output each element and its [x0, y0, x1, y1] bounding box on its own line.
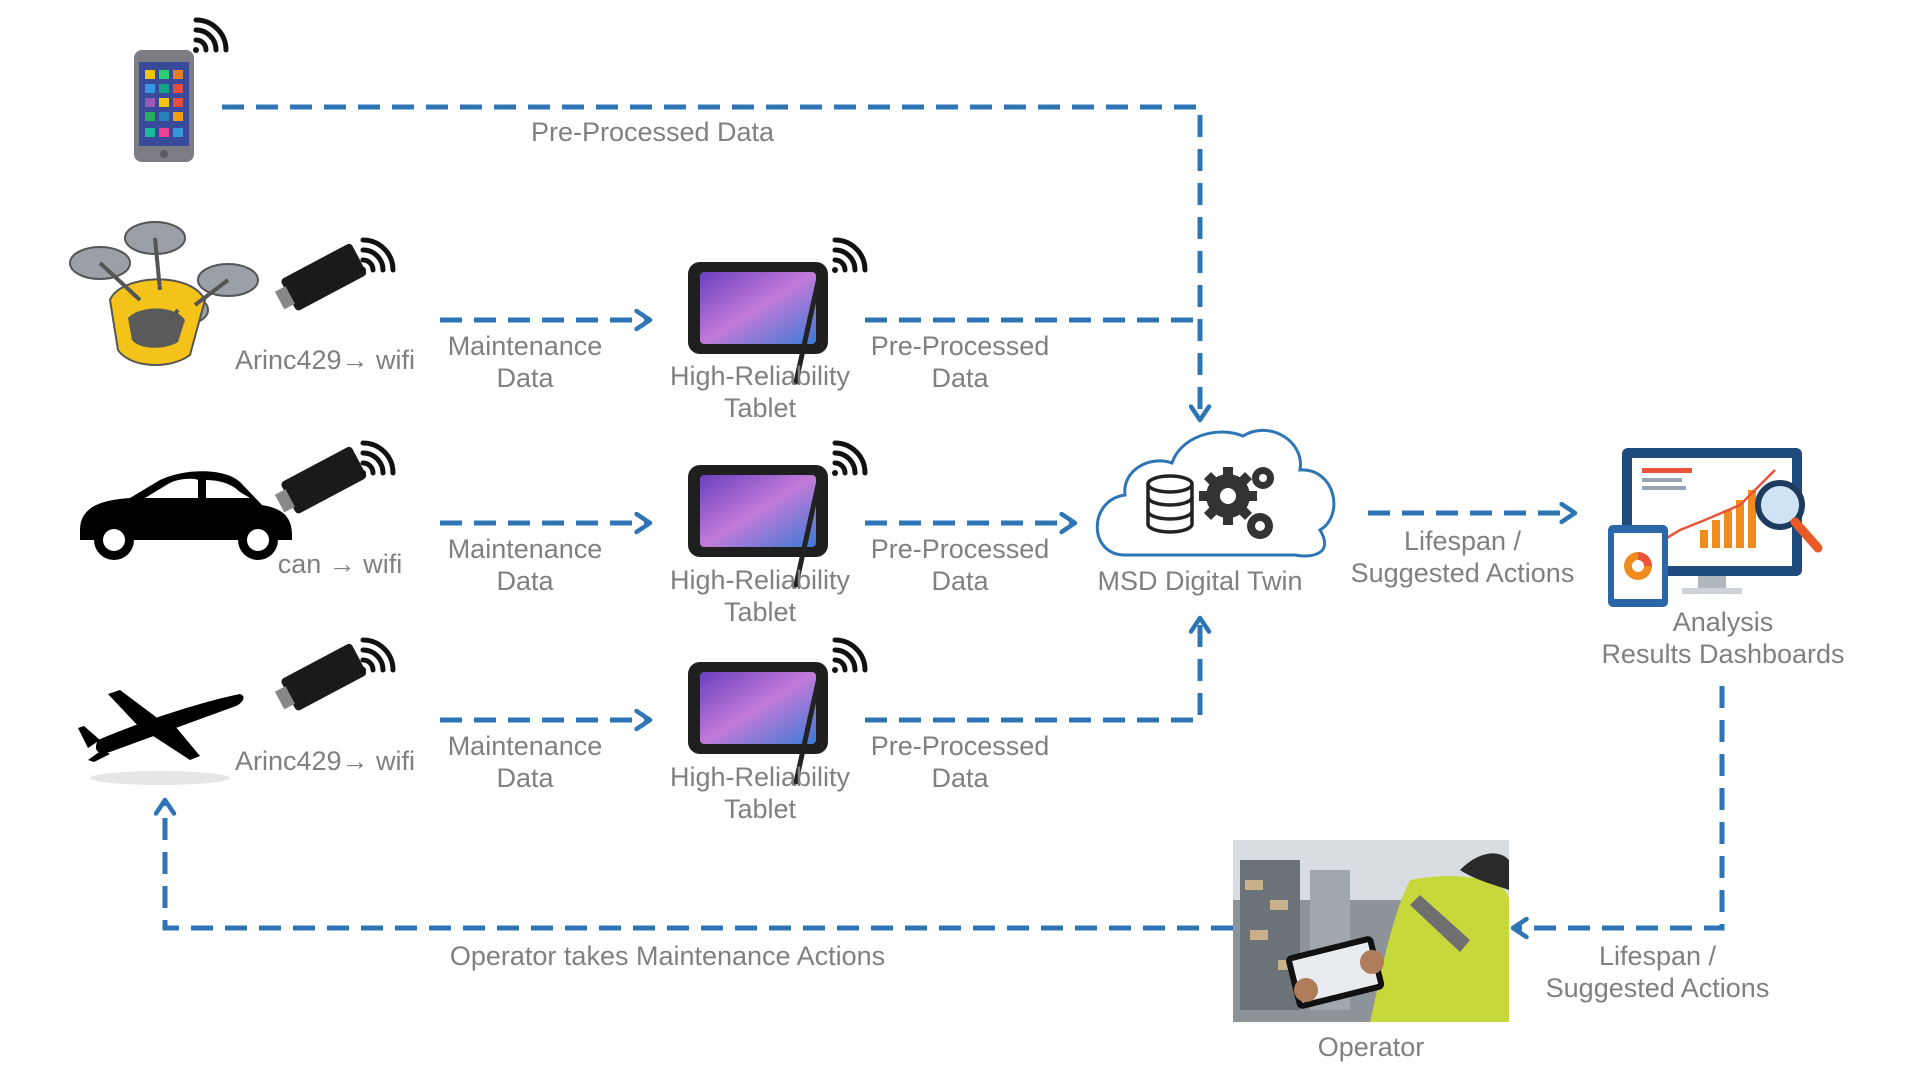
adapter-device-icon	[274, 446, 367, 514]
arrow-phone-to-twin	[222, 104, 1212, 423]
airplane-icon	[78, 690, 244, 785]
feedback-label: Operator takes Maintenance Actions	[449, 941, 886, 971]
wifi-signal-icon	[832, 440, 868, 476]
arrow-operator-to-vehicle	[153, 797, 1233, 931]
adapter-device-icon	[274, 243, 367, 311]
wifi-signal-icon	[832, 237, 868, 273]
wifi-signal-icon	[832, 637, 868, 673]
adapter-device-icon	[274, 643, 367, 711]
gears-icon	[1199, 467, 1274, 539]
row3-adapter-label: Arinc429→ wifi	[234, 746, 416, 776]
arrow-row3-preprocessed	[865, 615, 1212, 723]
lifespan-bottom-label: Lifespan /Suggested Actions	[1545, 941, 1770, 1003]
row2-adapter-label: can → wifi	[277, 549, 403, 579]
dashboard-icon	[1608, 448, 1823, 607]
drone-icon	[69, 221, 259, 366]
lifespan-top-label: Lifespan /Suggested Actions	[1350, 526, 1575, 588]
wifi-signal-icon	[360, 440, 396, 476]
top-preprocessed-label: Pre-Processed Data	[530, 117, 775, 147]
twin-label: MSD Digital Twin	[1097, 566, 1303, 596]
smartphone-icon	[134, 50, 194, 162]
tablet-icon	[688, 262, 828, 385]
wifi-signal-icon	[360, 637, 396, 673]
tablet-icon	[688, 662, 828, 785]
row1-adapter-label: Arinc429→ wifi	[234, 345, 416, 375]
database-icon	[1146, 474, 1194, 534]
operator-label: Operator	[1317, 1032, 1425, 1062]
operator-photo	[1233, 840, 1509, 1022]
wifi-signal-icon	[360, 237, 396, 273]
arrow-dashboard-to-operator	[1510, 686, 1725, 940]
car-icon	[80, 471, 292, 560]
wifi-signal-icon	[193, 17, 229, 53]
tablet-icon	[688, 465, 828, 588]
